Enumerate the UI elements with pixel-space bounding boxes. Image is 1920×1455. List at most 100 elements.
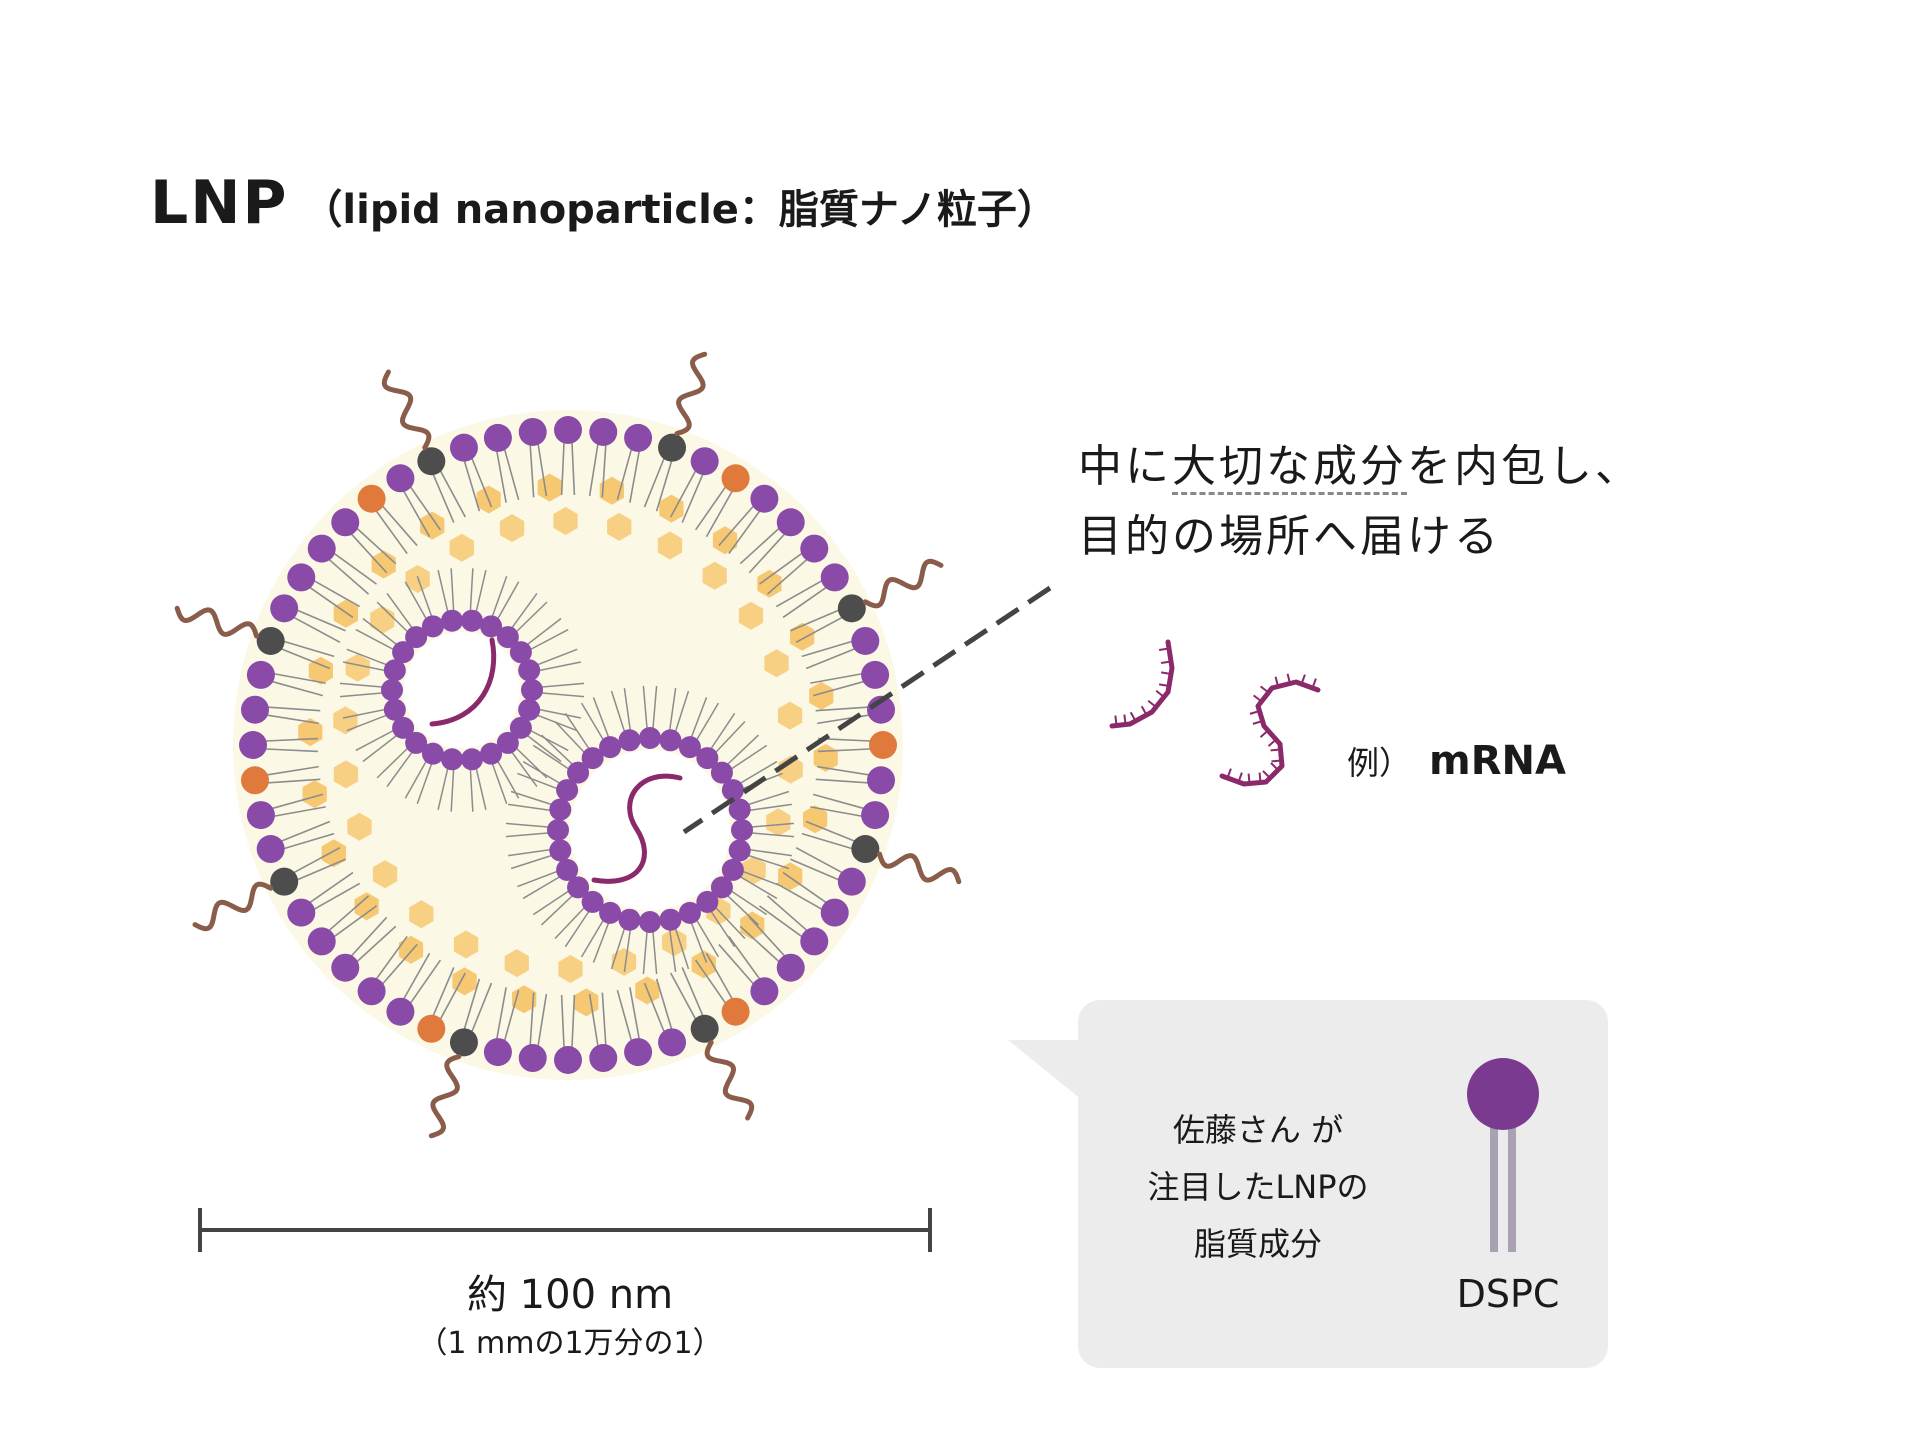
lipid-tail	[805, 820, 855, 842]
micelle-lipid-tail	[554, 907, 585, 939]
lipid-tail	[758, 552, 803, 585]
lipid-head	[861, 660, 890, 689]
cholesterol-hexagon	[553, 507, 578, 535]
micelle-lipid-head	[421, 615, 444, 638]
lipid-head	[307, 927, 336, 956]
lipid-tail	[766, 895, 808, 931]
cholesterol-hexagon	[398, 935, 424, 964]
lipid-head	[357, 977, 386, 1006]
cholesterol-hexagon	[453, 930, 479, 959]
lipid-tail	[795, 616, 843, 643]
mrna-base	[1300, 674, 1306, 685]
cholesterol-hexagon	[452, 967, 477, 996]
micelle-lipid-tail	[539, 661, 582, 672]
pointer-line	[682, 585, 1052, 835]
micelle-lipid-tail	[610, 690, 626, 732]
mrna-base	[1123, 714, 1127, 725]
micelle-core	[570, 750, 730, 910]
lipid-tail	[268, 778, 321, 784]
micelle-lipid-tail	[751, 822, 795, 828]
lipid-head	[331, 953, 360, 982]
lipid-tail	[382, 505, 418, 547]
micelle-lipid-head	[678, 901, 701, 924]
micelle-lipid-head	[659, 729, 682, 752]
micelle-lipid-tail	[674, 928, 690, 970]
mrna-base	[1237, 772, 1243, 783]
micelle-lipid-tail	[511, 751, 538, 787]
micelle-lipid-tail	[564, 911, 590, 948]
cholesterol-hexagon	[764, 649, 789, 678]
cholesterol-hexagon	[499, 514, 525, 543]
lipid-tail	[616, 989, 633, 1041]
mrna-base	[1155, 689, 1165, 698]
lipid-tail	[496, 451, 507, 503]
micelle-lipid-head	[383, 659, 406, 682]
scale-bar	[198, 1208, 932, 1252]
lipid-head	[851, 835, 880, 864]
lipid-head	[658, 1028, 687, 1057]
lipid-tail	[588, 994, 599, 1046]
micelle-lipid-tail	[610, 928, 626, 970]
lipid-tail	[503, 449, 520, 501]
mrna-strand	[1109, 639, 1175, 729]
lipid-head	[837, 867, 866, 896]
micelle-lipid-tail	[362, 617, 397, 645]
lipid-head	[270, 867, 299, 896]
micelle-lipid-head	[441, 748, 464, 771]
micelle-lipid-tail	[508, 849, 550, 857]
lipid-tail	[382, 943, 418, 985]
lipid-tail	[670, 972, 697, 1020]
micelle-lipid-tail	[750, 849, 792, 857]
micelle-lipid-head	[549, 839, 572, 862]
lipid-tail	[351, 916, 388, 957]
micelle-lipid-tail	[511, 593, 538, 629]
lipid-tail	[297, 858, 346, 881]
lipid-tail	[314, 580, 361, 608]
peg-chain	[428, 1054, 462, 1139]
lipid-tail	[815, 706, 868, 712]
micelle-lipid-tail	[342, 708, 385, 719]
micelle-lipid-head	[460, 609, 483, 632]
example-mrna-label: mRNA	[1429, 738, 1566, 784]
micelle-lipid-head	[441, 609, 464, 632]
micelle-lipid-tail	[386, 751, 413, 787]
cholesterol-hexagon	[766, 808, 791, 837]
mrna-base	[1270, 748, 1281, 752]
cholesterol-hexagon	[607, 512, 632, 541]
micelle-lipid-tail	[469, 568, 474, 611]
cholesterol-hexagon	[662, 928, 687, 957]
lipid-head	[270, 594, 299, 623]
lipid-tail	[333, 905, 378, 938]
mrna-base	[1158, 683, 1170, 687]
lipid-head	[867, 766, 896, 795]
lipid-head	[589, 417, 618, 446]
lipid-tail	[694, 486, 726, 531]
micelle-lipid-tail	[362, 735, 397, 763]
lipid-tail	[268, 706, 321, 712]
micelle-lipid-tail	[376, 601, 408, 633]
cholesterol-hexagon	[333, 599, 358, 628]
micelle-lipid-tail	[475, 570, 487, 612]
lipid-head	[750, 977, 779, 1006]
micelle-lipid-tail	[696, 920, 720, 958]
micelle-lipid-tail	[450, 769, 455, 812]
lipid-tail	[496, 987, 507, 1039]
lnp-particle	[174, 351, 962, 1139]
micelle-lipid-tail	[516, 601, 548, 633]
mrna-base	[1226, 768, 1232, 779]
lipid-tail	[670, 470, 697, 518]
mrna-base	[1270, 762, 1279, 771]
micelle-lipid-tail	[437, 768, 449, 810]
caption-line-2: 目的の場所へ届ける	[1078, 511, 1501, 562]
lipid-tail	[284, 640, 335, 658]
micelle-lipid-tail	[690, 922, 708, 963]
mrna-base	[1114, 715, 1118, 726]
lipid-tail	[281, 820, 331, 842]
micelle-lipid-head	[509, 716, 532, 739]
micelle-lipid-head	[618, 908, 641, 931]
dspc-lipid-icon	[1467, 1058, 1539, 1252]
mrna-base	[1247, 773, 1251, 784]
lipid-tail	[560, 994, 565, 1048]
lipid-tail	[274, 673, 326, 684]
